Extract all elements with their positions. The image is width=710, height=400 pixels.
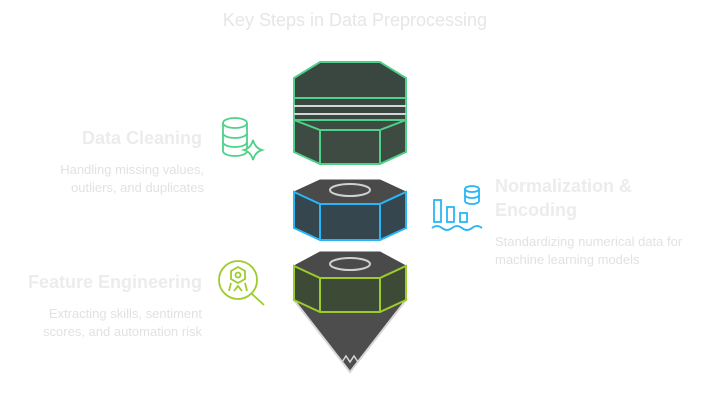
bar-chart-database-icon [431,185,483,231]
robot-search-icon [218,260,265,306]
step-description-data-cleaning: Handling missing values, outliers, and d… [60,162,204,195]
diagram-title: Key Steps in Data Preprocessing [222,10,488,30]
stage1-top [293,61,407,99]
stage-feature-engineering [291,251,409,374]
database-sparkle-icon [222,117,266,161]
step-description-normalization: Standardizing numerical data for machine… [495,234,683,267]
step-heading-data-cleaning: Data Cleaning [81,128,202,148]
step-description-feature-engineering: Extracting skills, sentiment scores, and… [43,306,202,339]
stage-data-cleaning [293,61,407,165]
stage-normalization [292,179,408,241]
stage3-body [293,264,407,313]
step-heading-normalization: Normalization & Encoding [495,176,633,220]
step-heading-feature-engineering: Feature Engineering [27,272,202,292]
stage2-body [293,190,407,241]
